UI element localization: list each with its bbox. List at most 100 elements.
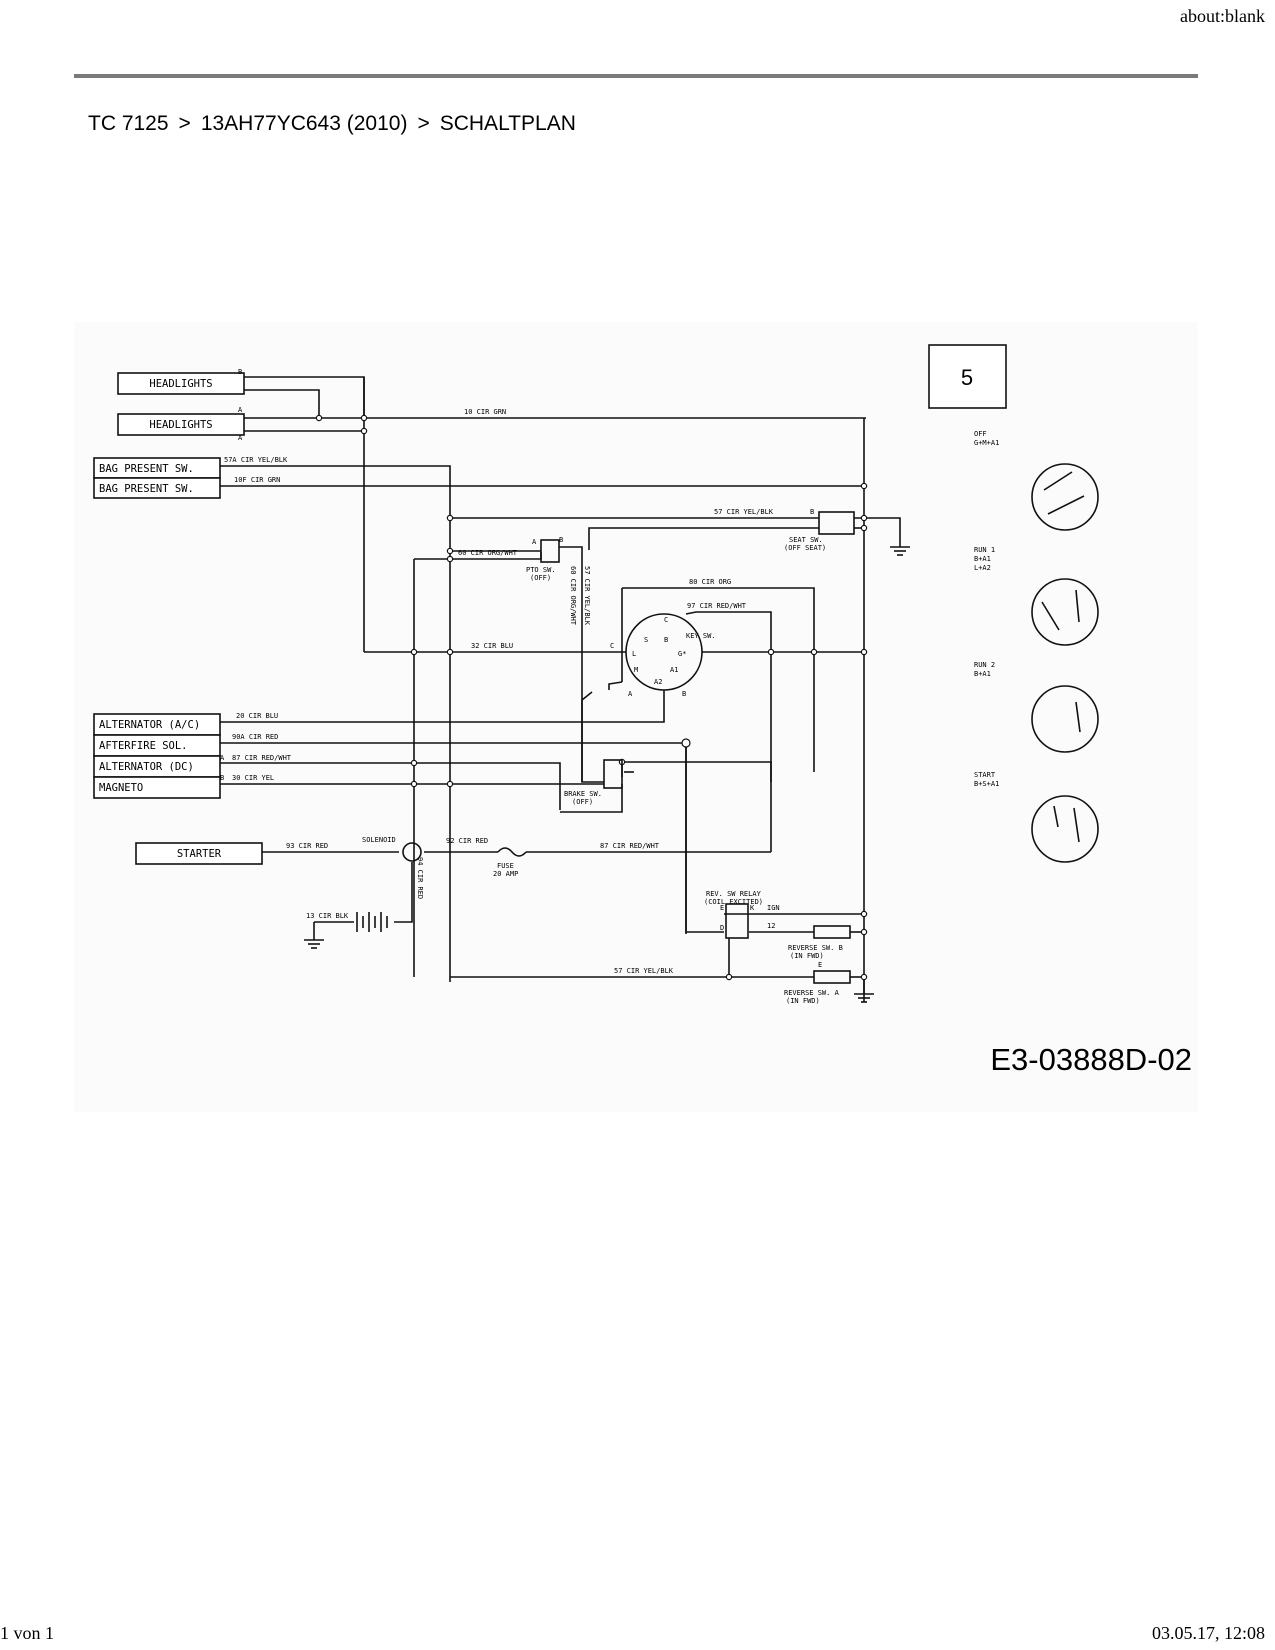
terminal-letter: M (634, 666, 638, 674)
terminal-letter: A (238, 434, 243, 442)
wire-label: 10 CIR GRN (464, 408, 506, 416)
browser-url: about:blank (1180, 6, 1265, 26)
wire-label: 32 CIR BLU (471, 642, 513, 650)
key-switch-label: KEY SW. (686, 632, 716, 640)
wires (220, 376, 901, 1002)
headlights-component-2: HEADLIGHTS (117, 413, 245, 436)
wire-label: 97 CIR RED/WHT (687, 602, 747, 610)
terminal-letter: B (664, 636, 668, 644)
ground-symbol (854, 993, 874, 1003)
pto-switch-state: (OFF) (530, 574, 551, 582)
reverse-switch-b (813, 925, 851, 939)
terminal-letter: S (644, 636, 648, 644)
afterfire-label: AFTERFIRE SOL. (99, 740, 188, 752)
seat-switch-state: (OFF SEAT) (784, 544, 826, 552)
terminal-letter: E (818, 961, 822, 969)
key-position-contacts (1041, 471, 1085, 843)
terminal-letter: B (810, 508, 814, 516)
afterfire-solenoid-component: AFTERFIRE SOL. (93, 734, 221, 757)
wire-label: 94 CIR RED (416, 857, 424, 899)
wire-labels: 10 CIR GRN 57A CIR YEL/BLK 10F CIR GRN 5… (224, 408, 780, 975)
print-datetime: 03.05.17, 12:08 (1151, 1623, 1265, 1643)
alternator-dc-component: ALTERNATOR (DC) (93, 755, 221, 778)
key-position-circuit: B+A1 (974, 555, 991, 563)
reverse-switch-a-state: (IN FWD) (786, 997, 820, 1005)
wire-label: 93 CIR RED (286, 842, 328, 850)
terminal-letter: E (720, 904, 724, 912)
wire-label: 57 CIR YEL/BLK (614, 967, 674, 975)
brake-switch-label: BRAKE SW. (564, 790, 602, 798)
ground-symbol (304, 939, 324, 949)
wire-label: IGN (767, 904, 780, 912)
key-position-name: OFF (974, 430, 987, 438)
relay-label: REV. SW RELAY (706, 890, 762, 898)
terminal-letter: C (610, 642, 614, 650)
breadcrumb-part[interactable]: 13AH77YC643 (2010) (200, 112, 408, 135)
wiring-diagram: 5 E3-03888D-02 HEADLIGHTS HEADLIGHTS BAG… (74, 322, 1198, 1112)
ground-symbol (890, 532, 910, 556)
wire-label: 57 CIR YEL/BLK (583, 566, 591, 626)
headlights-component-1: HEADLIGHTS (117, 372, 245, 395)
terminal-letter: A (238, 406, 243, 414)
terminal-letter: L (632, 650, 636, 658)
bag-switch-label: BAG PRESENT SW. (99, 463, 194, 475)
breadcrumb-model[interactable]: TC 7125 (88, 112, 169, 135)
key-position-circuit: B+A1 (974, 670, 991, 678)
terminal-letter: A (532, 538, 537, 546)
page-number: 5 (961, 365, 973, 390)
terminal-letter: C (664, 616, 668, 624)
alternator-ac-component: ALTERNATOR (A/C) (93, 713, 221, 736)
brake-switch (603, 759, 623, 789)
page-count: 1 von 1 (0, 1623, 54, 1643)
key-position-name: RUN 2 (974, 661, 995, 669)
headlights-label: HEADLIGHTS (149, 419, 212, 431)
starter-component: STARTER (135, 842, 263, 865)
terminal-letter: A (628, 690, 633, 698)
junction-dots (315, 414, 868, 981)
breadcrumb-section: SCHALTPLAN (439, 112, 576, 135)
key-position-name: START (974, 771, 996, 779)
switch-labels: SEAT SW. (OFF SEAT) PTO SW. (OFF) KEY SW… (362, 536, 843, 1005)
relay-state: (COIL EXCITED) (704, 898, 763, 906)
bag-switch-label: BAG PRESENT SW. (99, 483, 194, 495)
alternator-ac-label: ALTERNATOR (A/C) (99, 719, 200, 731)
key-position-circuit: L+A2 (974, 564, 991, 572)
wire-label: 13 CIR BLK (306, 912, 349, 920)
terminal-letter: G* (678, 650, 686, 658)
wire-label: 80 CIR ORG (689, 578, 731, 586)
fuse-rating: 20 AMP (493, 870, 518, 878)
wire-label: 30 CIR YEL (232, 774, 274, 782)
seat-switch-label: SEAT SW. (789, 536, 823, 544)
terminal-letter: A2 (654, 678, 662, 686)
wire-label: 87 CIR RED/WHT (232, 754, 292, 762)
key-position-circuit: B+S+A1 (974, 780, 999, 788)
bag-present-switch-1: BAG PRESENT SW. (93, 457, 221, 479)
wire-label: 87 CIR RED/WHT (600, 842, 660, 850)
reverse-switch-b-state: (IN FWD) (790, 952, 824, 960)
terminal-letter: K (750, 904, 755, 912)
terminal-letter: B (238, 368, 242, 376)
key-position-circuit: G+M+A1 (974, 439, 999, 447)
magneto-label: MAGNETO (99, 782, 143, 794)
wire-label: 60 CIR ORG/WHT (458, 549, 518, 557)
terminal-letter: B (682, 690, 686, 698)
reverse-switch-a (813, 970, 851, 984)
terminal-letter: D (720, 924, 724, 932)
terminal-letters: B A A A B B S B L G* M A1 A2 C C A B A B… (220, 368, 822, 969)
terminal-letter: B (559, 536, 563, 544)
solenoid-label: SOLENOID (362, 836, 396, 844)
wire-label: 20 CIR BLU (236, 712, 278, 720)
pto-switch-label: PTO SW. (526, 566, 556, 574)
alternator-dc-label: ALTERNATOR (DC) (99, 761, 194, 773)
breadcrumb-separator: > (417, 112, 430, 135)
key-position-off: OFF G+M+A1 (974, 430, 1099, 531)
terminal-letter: A (220, 754, 225, 762)
reverse-switch-a-label: REVERSE SW. A (784, 989, 840, 997)
page-number-box (928, 344, 1007, 409)
headlights-label: HEADLIGHTS (149, 378, 212, 390)
starter-label: STARTER (177, 848, 222, 860)
magneto-component: MAGNETO (93, 776, 221, 799)
fuse-label: FUSE (497, 862, 514, 870)
pto-switch (540, 539, 560, 563)
brake-switch-state: (OFF) (572, 798, 593, 806)
